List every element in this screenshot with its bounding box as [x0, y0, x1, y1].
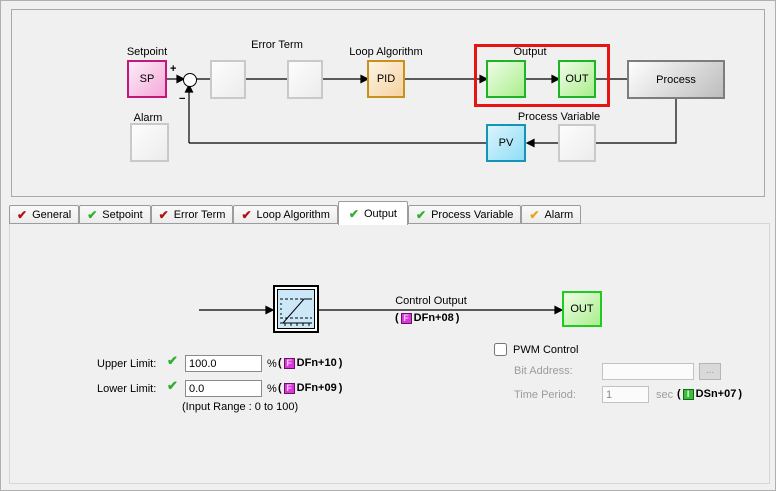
check-icon: ✔ [348, 206, 359, 221]
error-term-block-2[interactable] [287, 60, 323, 99]
control-output-label: Control Output [395, 295, 467, 307]
paren: ( [677, 388, 681, 400]
tab-loop-algorithm[interactable]: ✔ Loop Algorithm [233, 205, 338, 224]
tab-label: Loop Algorithm [256, 208, 330, 221]
check-icon: ✔ [529, 207, 540, 222]
setpoint-diagram-label: Setpoint [126, 46, 168, 58]
lower-limit-check-icon: ✔ [167, 378, 178, 393]
diagram-connectors [167, 74, 677, 148]
lower-limit-unit: % [267, 383, 277, 395]
pid-block[interactable]: PID [367, 60, 405, 98]
tab-label: Alarm [544, 208, 574, 221]
upper-limit-unit: % [267, 358, 277, 370]
upper-limit-check-icon: ✔ [167, 353, 178, 368]
control-output-address: ( F DFn+08 ) [395, 312, 459, 324]
tab-general[interactable]: ✔ General [9, 205, 80, 224]
paren: ( [278, 357, 282, 369]
paren: ( [278, 382, 282, 394]
output-limiter-icon [273, 285, 319, 333]
time-period-input[interactable] [602, 386, 649, 403]
tab-label: Process Variable [431, 208, 514, 221]
sp-block[interactable]: SP [127, 60, 167, 98]
alarm-diagram-label: Alarm [133, 112, 163, 124]
float-type-icon: F [283, 382, 295, 394]
tab-setpoint[interactable]: ✔ Setpoint [79, 205, 151, 224]
upper-limit-label: Upper Limit: [97, 358, 157, 370]
error-term-block-1[interactable] [210, 60, 246, 99]
float-type-icon: F [283, 357, 295, 369]
paren: ) [338, 382, 343, 394]
summing-minus-sign: − [179, 93, 186, 105]
out-block-output-page[interactable]: OUT [562, 291, 602, 327]
summing-junction [183, 73, 197, 87]
upper-limit-address: ( F DFn+10 ) [278, 357, 342, 369]
address-text: DFn+09 [296, 382, 337, 394]
settings-tab-bar: ✔ General ✔ Setpoint ✔ Error Term ✔ Loop… [9, 200, 582, 225]
error-term-diagram-label: Error Term [251, 39, 303, 51]
upper-limit-input[interactable] [185, 355, 262, 372]
pwm-control-checkbox[interactable] [494, 343, 507, 356]
paren: ( [395, 312, 399, 324]
time-period-label: Time Period: [514, 389, 576, 401]
check-icon: ✔ [17, 207, 28, 222]
lower-limit-address: ( F DFn+09 ) [278, 382, 342, 394]
tab-label: Error Term [173, 208, 226, 221]
check-icon: ✔ [158, 207, 169, 222]
process-variable-diagram-label: Process Variable [517, 111, 601, 123]
address-text: DFn+08 [413, 312, 454, 324]
int-type-icon: I [682, 388, 694, 400]
pv-block[interactable]: PV [486, 124, 526, 162]
paren: ) [738, 388, 743, 400]
time-period-unit: sec [656, 389, 674, 401]
bit-address-label: Bit Address: [514, 365, 573, 377]
paren: ) [338, 357, 343, 369]
tab-alarm[interactable]: ✔ Alarm [521, 205, 582, 224]
output-page-connectors [199, 305, 564, 315]
loop-diagram-panel: Setpoint SP + − Error Term Loop Algorith… [11, 9, 765, 197]
loop-algorithm-diagram-label: Loop Algorithm [349, 46, 423, 58]
paren: ) [455, 312, 460, 324]
process-block[interactable]: Process [627, 60, 725, 99]
float-type-icon: F [400, 312, 412, 324]
check-icon: ✔ [87, 207, 98, 222]
process-variable-filter-block[interactable] [558, 124, 596, 162]
tab-label: Setpoint [102, 208, 143, 221]
tab-output[interactable]: ✔ Output [337, 201, 408, 225]
output-tab-page: Control Output ( F DFn+08 ) OUT Upper Li… [9, 223, 770, 484]
pwm-control-label: PWM Control [513, 344, 579, 356]
lower-limit-input[interactable] [185, 380, 262, 397]
output-highlight-rectangle [474, 44, 610, 107]
output-limiter-block[interactable] [486, 60, 526, 98]
input-range-note: (Input Range : 0 to 100) [182, 401, 299, 413]
tab-label: Output [363, 207, 397, 220]
out-block[interactable]: OUT [558, 60, 596, 98]
address-text: DSn+07 [695, 388, 737, 400]
output-diagram-label: Output [513, 46, 547, 58]
alarm-block[interactable] [130, 123, 169, 162]
lower-limit-label: Lower Limit: [97, 383, 157, 395]
summing-plus-sign: + [170, 63, 177, 75]
bit-address-browse-button[interactable]: ... [699, 363, 721, 380]
check-icon: ✔ [241, 207, 252, 222]
check-icon: ✔ [416, 207, 427, 222]
limiter-curve-icon [280, 298, 312, 326]
address-text: DFn+10 [296, 357, 337, 369]
time-period-address: ( I DSn+07 ) [677, 388, 742, 400]
tab-label: General [32, 208, 72, 221]
bit-address-input[interactable] [602, 363, 694, 380]
tab-error-term[interactable]: ✔ Error Term [150, 205, 234, 224]
tab-process-variable[interactable]: ✔ Process Variable [408, 205, 522, 224]
